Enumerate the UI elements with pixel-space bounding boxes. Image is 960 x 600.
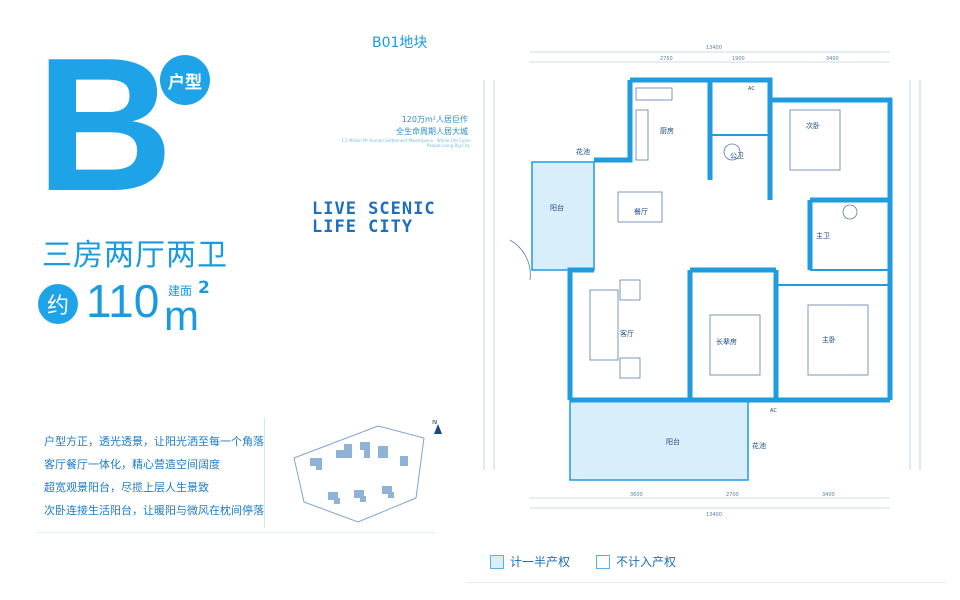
furniture (509, 87, 869, 379)
unit-type-badge: 户型 (160, 55, 210, 105)
room-elder: 长辈房 (716, 337, 737, 346)
dim-bottom: 2700 (726, 492, 739, 498)
legend-label: 不计入产权 (616, 555, 677, 569)
legend-item: 不计入产权 (596, 553, 676, 570)
dim-top: 1900 (732, 56, 745, 62)
dim-total-top: 13400 (706, 45, 722, 51)
room-master-bath: 主卫 (816, 231, 830, 240)
north-label: N (432, 420, 437, 426)
area-unit: m (164, 292, 199, 339)
legend-item: 计一半产权 (490, 553, 570, 570)
feature-list: 户型方正，透光透景，让阳光洒至每一个角落 客厅餐厅一体化，精心营造空间阔度 超宽… (44, 430, 264, 522)
walls (567, 77, 893, 403)
divider (466, 582, 946, 583)
area-unit-label: 建面 (168, 284, 193, 298)
ac-label: AC (748, 86, 755, 92)
flower-pool: 花池 (752, 441, 766, 450)
slogan: LIVE SCENIC LIFE CITY (312, 200, 436, 236)
room-living: 客厅 (620, 329, 634, 338)
room-side-balcony: 阳台 (550, 203, 564, 212)
dim-bottom: 3600 (630, 492, 643, 498)
approx-badge: 约 (38, 284, 78, 324)
room-master-bed: 主卧 (822, 335, 836, 344)
dim-top: 2750 (660, 56, 673, 62)
legend-label: 计一半产权 (510, 555, 571, 569)
site-map: N (293, 420, 442, 523)
north-arrow: N (432, 420, 442, 434)
legend-swatch-none (596, 554, 611, 569)
flower-pool: 花池 (576, 147, 590, 156)
divider (36, 532, 436, 533)
feature-item: 次卧连接生活阳台，让暖阳与微风在枕间停落 (44, 504, 264, 517)
tagline-english: 1.2 Million M² Human Settlement Masterpi… (341, 138, 470, 148)
dim-top: 3400 (826, 56, 839, 62)
slogan-line1: LIVE SCENIC (312, 199, 436, 219)
room-kitchen: 厨房 (660, 126, 674, 135)
dimension-lines (483, 51, 921, 509)
side-balcony (531, 161, 595, 271)
feature-item: 客厅餐厅一体化，精心营造空间阔度 (44, 458, 220, 471)
ac-label: AC (770, 408, 777, 414)
divider (264, 418, 265, 528)
main-balcony (569, 399, 749, 481)
room-labels: 厨房 次卧 公卫 主卫 餐厅 阳台 客厅 长辈房 主卧 阳台 花池 花池 AC … (550, 86, 836, 450)
room-bedroom2: 次卧 (806, 121, 820, 130)
dim-total-bottom: 13400 (706, 512, 722, 518)
legend-swatch-half (490, 554, 504, 569)
thin-walls (710, 134, 890, 286)
slogan-line2: LIFE CITY (312, 217, 414, 237)
site-boundary (293, 425, 425, 523)
room-main-balcony: 阳台 (666, 437, 680, 446)
area-unit-superscript: 2 (198, 278, 210, 298)
layout-title: 三房两厅两卫 (42, 238, 228, 273)
site-buildings (310, 442, 408, 504)
feature-item: 户型方正，透光透景，让阳光洒至每一个角落 (44, 435, 264, 448)
dimension-labels: 13400 2750 1900 3400 3600 2700 3400 1340… (630, 45, 839, 518)
tagline-line2: 全生命周期人居大城 (396, 127, 468, 136)
feature-item: 超宽观景阳台，尽揽上层人生景致 (44, 481, 209, 494)
dim-bottom: 3400 (822, 492, 835, 498)
floor-plan: 13400 2750 1900 3400 3600 2700 3400 1340… (483, 45, 921, 518)
room-dining: 餐厅 (634, 207, 648, 216)
area-value: 110 (86, 275, 160, 327)
block-label: B01地块 (372, 35, 428, 51)
unit-letter: B (36, 19, 174, 231)
tagline-line1: 120万m²人居巨作 (401, 115, 468, 124)
legend: 计一半产权 不计入产权 (490, 553, 702, 570)
room-public-bath: 公卫 (730, 152, 744, 160)
